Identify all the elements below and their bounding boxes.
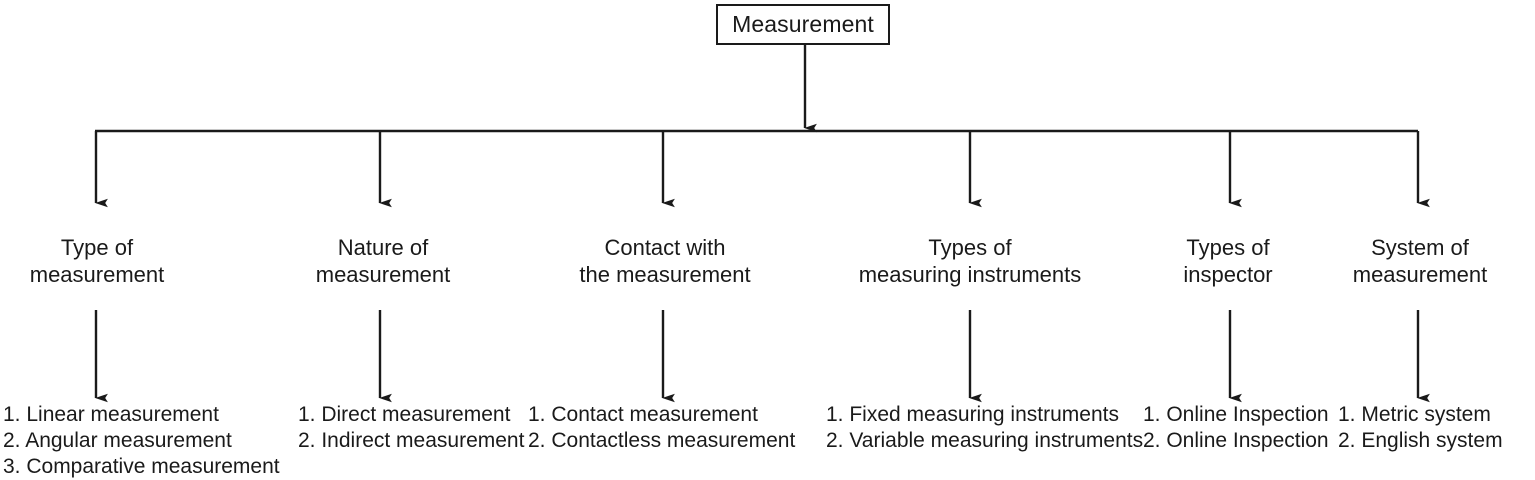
branch-title-line-2: measurement [29, 262, 165, 287]
branch-list-system-of-measurement: 1. Metric system 2. English system [1338, 402, 1503, 454]
list-item: 1. Linear measurement [3, 403, 219, 426]
list-item: 1. Metric system [1338, 403, 1491, 426]
branch-title-line-2: the measurement [579, 262, 751, 287]
branch-title-contact-with-the-measurement: Contact with the measurement [579, 234, 750, 288]
root-node-label: Measurement [732, 11, 874, 37]
branch-title-line-2: inspector [1183, 262, 1273, 287]
branch-title-line-1: System of [1371, 235, 1469, 260]
branch-title-line-1: Types of [1186, 235, 1270, 260]
branch-title-types-of-measuring-instruments: Types of measuring instruments [859, 234, 1082, 288]
list-item: 2. Variable measuring instruments [826, 429, 1144, 452]
list-item: 3. Comparative measurement [3, 455, 280, 478]
branch-title-line-1: Contact with [604, 235, 726, 260]
branch-list-arrows [94, 310, 1430, 403]
branch-list-types-of-inspector: 1. Online Inspection 2. Online Inspectio… [1143, 402, 1329, 454]
list-item: 1. Direct measurement [298, 403, 511, 426]
branch-list-type-of-measurement: 1. Linear measurement 2. Angular measure… [3, 402, 280, 480]
branch-title-line-1: Type of [60, 235, 134, 260]
root-node-measurement: Measurement [716, 4, 890, 45]
branch-title-types-of-inspector: Types of inspector [1183, 234, 1272, 288]
list-item: 2. Indirect measurement [298, 429, 525, 452]
branch-title-line-1: Types of [928, 235, 1012, 260]
branch-title-nature-of-measurement: Nature of measurement [316, 234, 451, 288]
branch-title-line-1: Nature of [337, 235, 429, 260]
list-item: 1. Online Inspection [1143, 403, 1329, 426]
list-item: 2. English system [1338, 429, 1503, 452]
branch-title-system-of-measurement: System of measurement [1353, 234, 1488, 288]
list-item: 2. Angular measurement [3, 429, 232, 452]
list-item: 1. Fixed measuring instruments [826, 403, 1119, 426]
branch-title-type-of-measurement: Type of measurement [30, 234, 165, 288]
branch-title-line-2: measuring instruments [858, 262, 1082, 287]
branch-title-line-2: measurement [1352, 262, 1488, 287]
branch-list-types-of-measuring-instruments: 1. Fixed measuring instruments 2. Variab… [826, 402, 1143, 454]
branch-list-nature-of-measurement: 1. Direct measurement 2. Indirect measur… [298, 402, 524, 454]
list-item: 2. Contactless measurement [528, 429, 796, 452]
list-item: 1. Contact measurement [528, 403, 758, 426]
branch-drop-arrows [94, 131, 1430, 208]
branch-list-contact-with-the-measurement: 1. Contact measurement 2. Contactless me… [528, 402, 795, 454]
branch-title-line-2: measurement [315, 262, 451, 287]
list-item: 2. Online Inspection [1143, 429, 1329, 452]
